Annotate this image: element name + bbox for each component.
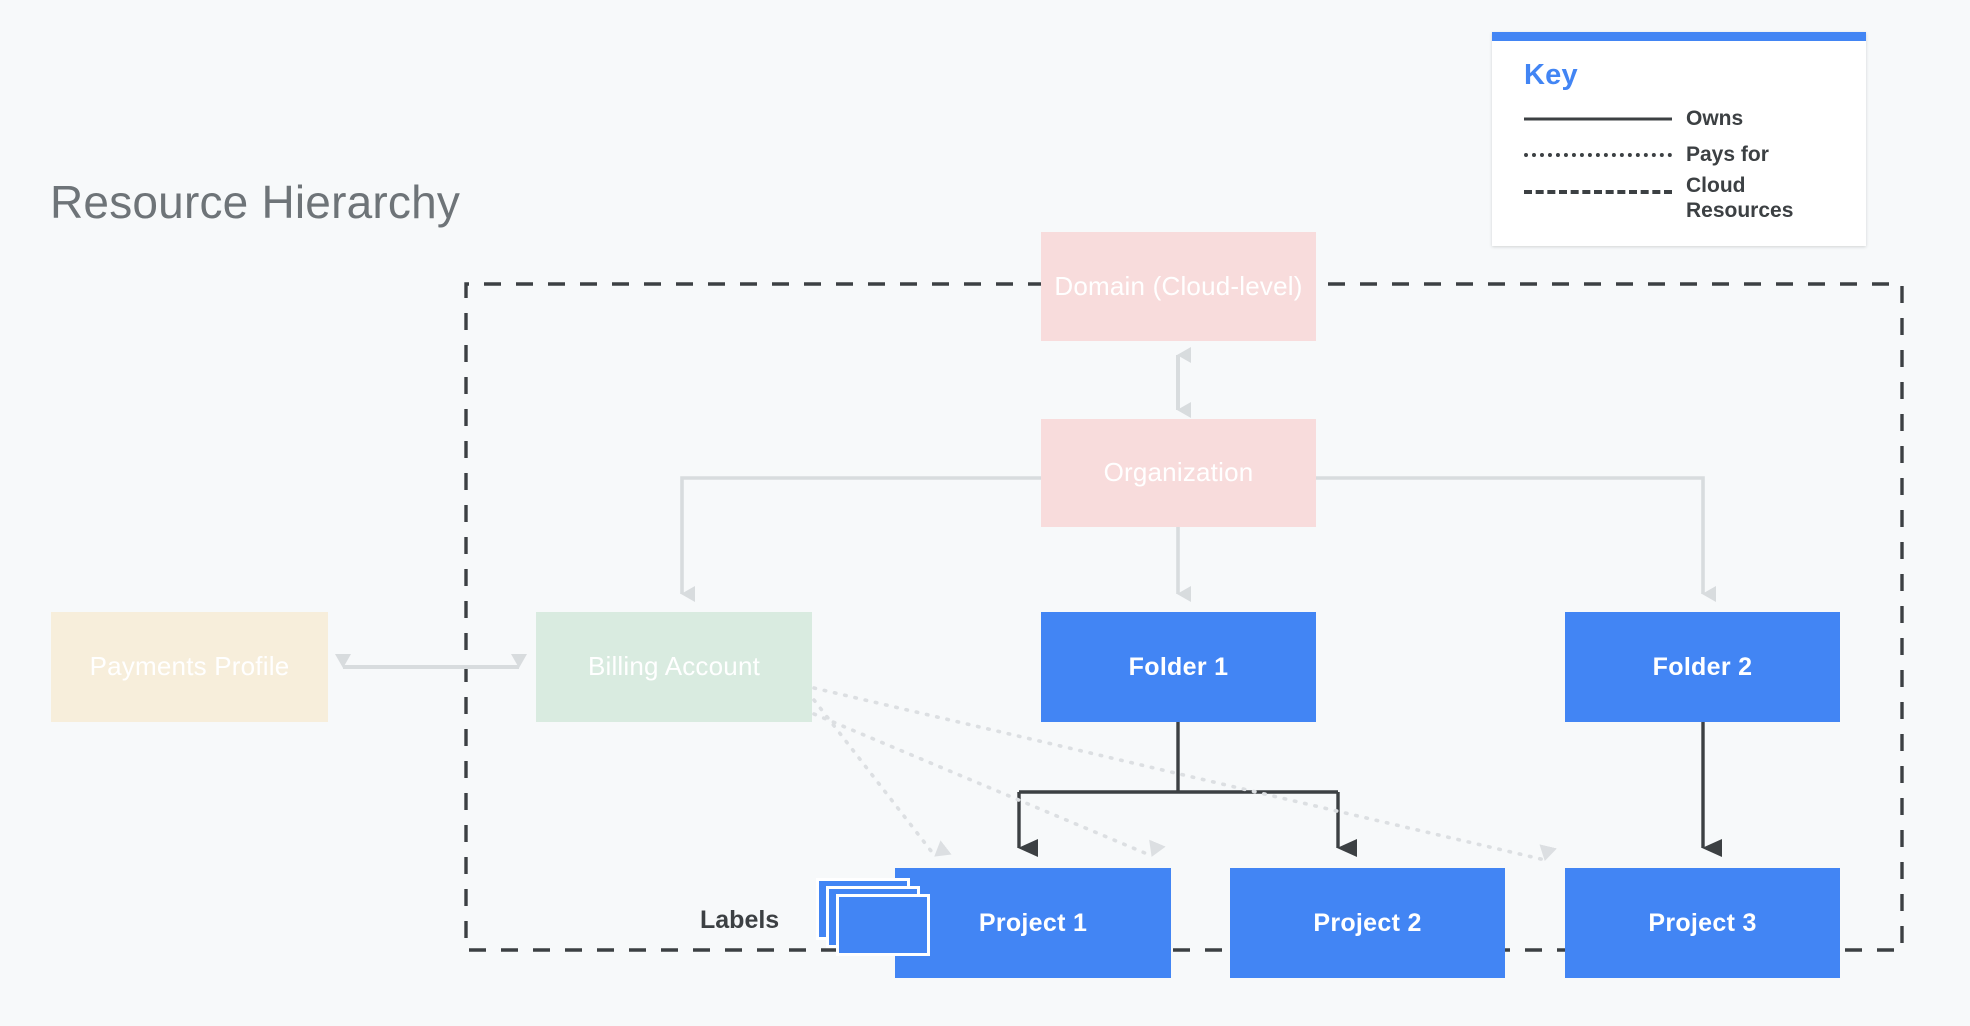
node-folder-2[interactable]: Folder 2	[1565, 612, 1840, 722]
node-organization[interactable]: Organization	[1041, 419, 1316, 527]
edge-billing-account-project-2	[812, 712, 1166, 858]
legend-item-pays-for-label: Pays for	[1686, 142, 1769, 166]
node-project-2-label: Project 2	[1313, 909, 1422, 937]
node-project-1[interactable]: Project 1	[895, 868, 1171, 978]
legend-item-pays-for: Pays for	[1524, 138, 1840, 172]
legend-item-cloud-resources-label: Cloud Resources	[1686, 174, 1794, 222]
edge-organization-billing-account	[680, 476, 1041, 602]
node-billing-account-label: Billing Account	[587, 651, 761, 682]
node-project-2[interactable]: Project 2	[1230, 868, 1505, 978]
legend-title: Key	[1524, 59, 1578, 91]
node-project-3-label: Project 3	[1648, 909, 1757, 937]
legend-body: Key Owns Pays for Cloud Resources	[1492, 41, 1866, 246]
node-domain[interactable]: Domain (Cloud-level)	[1041, 232, 1316, 341]
dashed-line-icon	[1524, 183, 1672, 201]
legend-item-owns: Owns	[1524, 102, 1840, 136]
node-project-1-label: Project 1	[978, 909, 1088, 937]
solid-line-icon	[1524, 110, 1672, 128]
page-title: Resource Hierarchy	[50, 176, 461, 228]
node-billing-account[interactable]: Billing Account	[536, 612, 812, 722]
edge-billing-account-project-1	[812, 698, 952, 858]
legend-card: Key Owns Pays for Cloud Resources	[1492, 32, 1866, 246]
node-folder-1[interactable]: Folder 1	[1041, 612, 1316, 722]
node-domain-label: Domain (Cloud-level)	[1054, 270, 1303, 301]
node-folder-2-label: Folder 2	[1652, 653, 1753, 681]
legend-item-owns-label: Owns	[1686, 106, 1744, 130]
edge-organization-folder-2	[1316, 476, 1716, 602]
node-organization-label: Organization	[1103, 457, 1254, 488]
legend-accent-bar	[1492, 32, 1866, 41]
node-project-3[interactable]: Project 3	[1565, 868, 1840, 978]
edge-folder-1-projects	[1017, 718, 1357, 857]
node-folder-1-label: Folder 1	[1128, 653, 1229, 681]
labels-card-front	[836, 894, 930, 956]
node-payments-profile-label: Payments Profile	[89, 651, 290, 682]
labels-text: Labels	[700, 906, 780, 934]
labels-stack-icon	[816, 878, 948, 956]
dotted-line-icon	[1524, 146, 1672, 164]
node-payments-profile[interactable]: Payments Profile	[51, 612, 328, 722]
legend-item-cloud-resources: Cloud Resources	[1524, 174, 1840, 224]
